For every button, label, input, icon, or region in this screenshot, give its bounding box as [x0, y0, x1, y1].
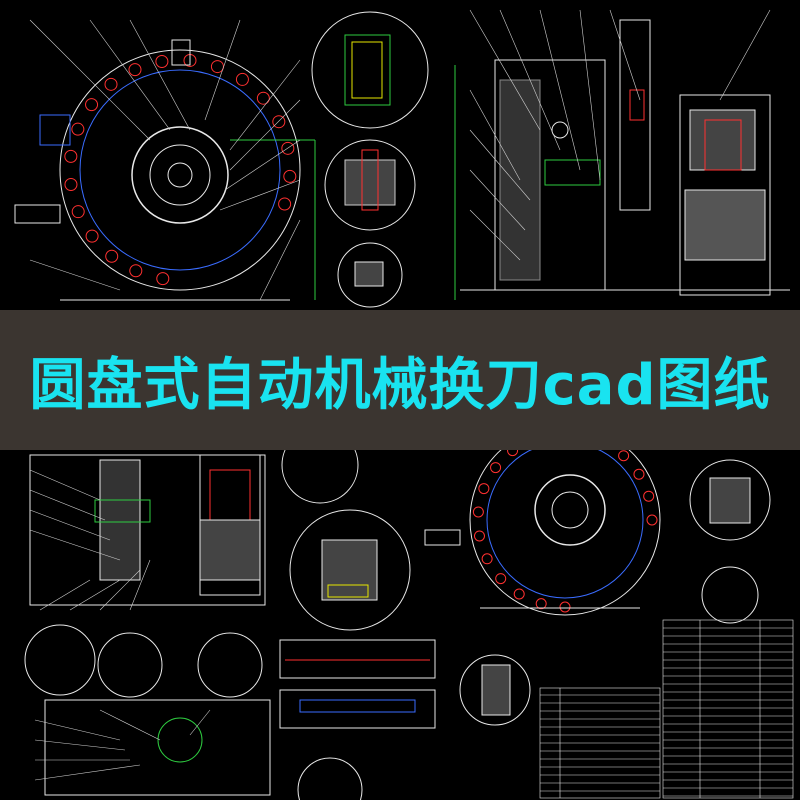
detail-circles-bottom [24, 426, 411, 800]
title-banner: 圆盘式自动机械换刀cad图纸 [0, 310, 800, 450]
banner-title: 圆盘式自动机械换刀cad图纸 [29, 352, 771, 418]
disc-tool-magazine-drawing-bottom [424, 424, 771, 726]
assembly-section-drawing [454, 9, 790, 300]
disc-tool-magazine-drawing [14, 19, 316, 301]
parts-table [539, 619, 794, 799]
detail-circles-top [311, 11, 429, 308]
part-drawings [34, 639, 436, 796]
assembly-section-drawing-bottom [29, 454, 266, 611]
